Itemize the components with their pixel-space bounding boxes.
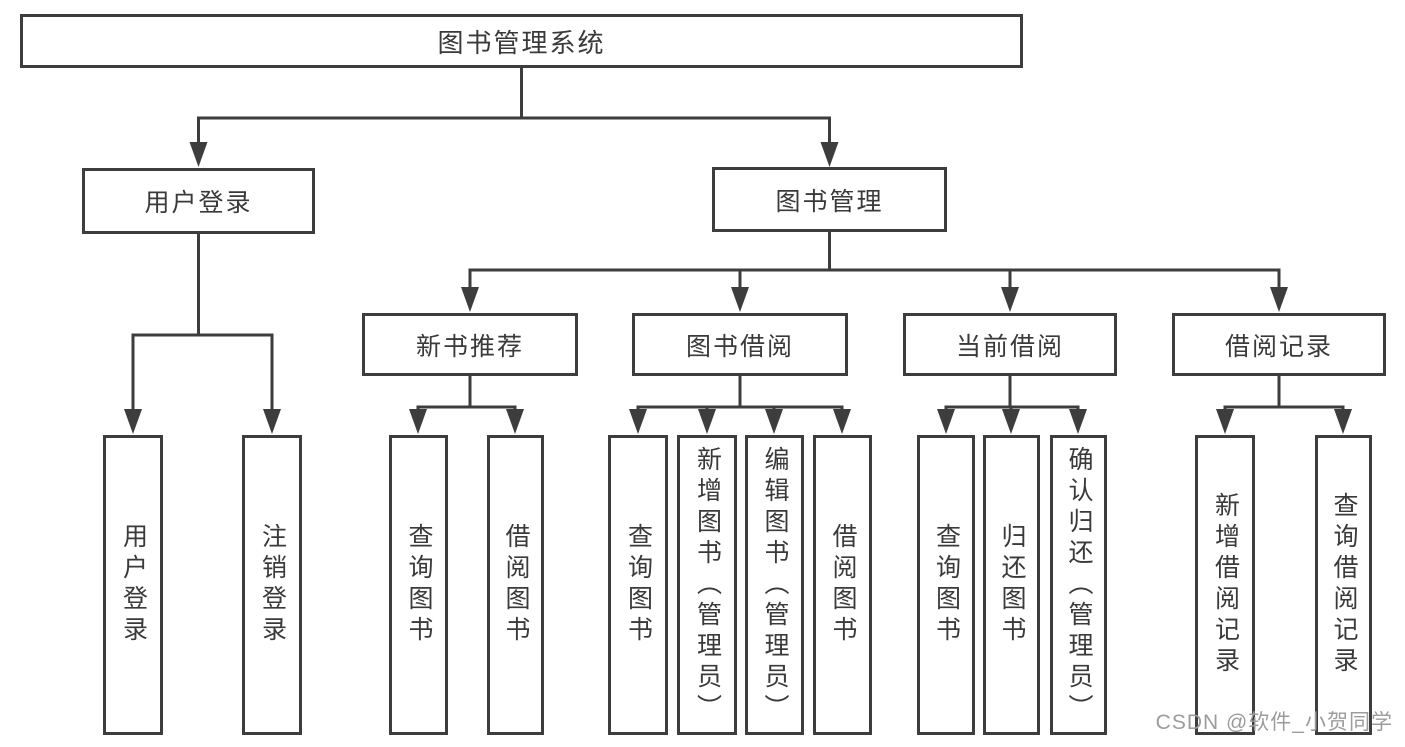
node-library-management-system: 图书管理系统 [20,14,1023,68]
leaf-confirm-return-admin: 确认归还（管理员） [1050,435,1107,735]
connector-root-to-level2 [197,68,831,152]
arrowhead [1270,287,1288,312]
arrowhead [1002,409,1020,434]
arrowhead [124,409,142,434]
node-user-login: 用户登录 [82,168,315,234]
node-label: 新书推荐 [415,332,524,361]
leaf-label: 借阅图书 [829,523,857,647]
arrowhead [937,409,955,434]
node-current-borrowing: 当前借阅 [903,313,1117,376]
leaf-label: 查询图书 [405,523,433,647]
leaf-query-books-recommend: 查询图书 [389,435,448,735]
arrowhead [461,287,479,312]
arrowhead [1001,287,1019,312]
arrowhead [409,409,427,434]
node-label: 借阅记录 [1224,332,1333,361]
connector-borrowing-to-leaves [636,376,844,422]
arrowhead [731,287,749,312]
arrowhead [833,409,851,434]
leaf-label: 查询图书 [932,523,961,647]
leaf-label: 新增借阅记录 [1211,492,1240,678]
leaf-label: 借阅图书 [502,523,530,647]
connector-user-login-to-leaves [131,234,274,420]
arrowhead [820,142,839,167]
node-label: 图书借阅 [685,332,794,361]
arrowhead [1216,409,1234,434]
arrowhead [506,409,524,434]
leaf-query-borrow-record: 查询借阅记录 [1315,435,1372,735]
leaf-label: 归还图书 [998,523,1026,647]
node-book-borrowing: 图书借阅 [632,313,848,376]
leaf-user-login: 用户登录 [103,435,163,735]
leaf-query-books-borrowing: 查询图书 [608,435,668,735]
leaf-logout: 注销登录 [242,435,302,735]
arrowhead [698,409,716,434]
leaf-label: 查询借阅记录 [1330,492,1358,678]
leaf-label: 确认归还（管理员） [1065,445,1093,725]
arrowhead [1069,409,1087,434]
arrowhead [765,409,783,434]
leaf-return-books: 归还图书 [983,435,1040,735]
leaf-edit-books-admin: 编辑图书（管理员） [745,435,804,735]
arrowhead [1334,409,1352,434]
arrowhead [189,142,208,167]
leaf-label: 注销登录 [258,523,287,647]
leaf-label: 编辑图书（管理员） [761,445,789,725]
leaf-borrow-books-recommend: 借阅图书 [487,435,544,735]
node-book-management: 图书管理 [712,167,947,232]
connector-new-books-to-leaves [416,376,517,422]
connector-records-to-leaves [1223,376,1345,422]
arrowhead [263,409,281,434]
node-label: 用户登录 [144,189,253,217]
leaf-borrow-books: 借阅图书 [813,435,872,735]
node-borrowing-records: 借阅记录 [1172,313,1386,376]
node-label: 图书管理系统 [437,27,606,58]
arrowhead [629,409,647,434]
connector-book-mgmt-to-level3 [468,232,1281,298]
leaf-label: 用户登录 [119,523,148,647]
leaf-query-books-current: 查询图书 [917,435,975,735]
node-new-book-recommendation: 新书推荐 [362,313,578,376]
leaf-label: 查询图书 [624,523,653,647]
node-label: 当前借阅 [955,332,1064,361]
leaf-label: 新增图书（管理员） [693,445,722,725]
csdn-watermark: CSDN @软件_小贺同学 [1155,711,1393,734]
connector-current-to-leaves [944,376,1080,422]
leaf-add-borrow-record: 新增借阅记录 [1195,435,1255,735]
leaf-add-books-admin: 新增图书（管理员） [677,435,737,735]
node-label: 图书管理 [775,187,884,216]
